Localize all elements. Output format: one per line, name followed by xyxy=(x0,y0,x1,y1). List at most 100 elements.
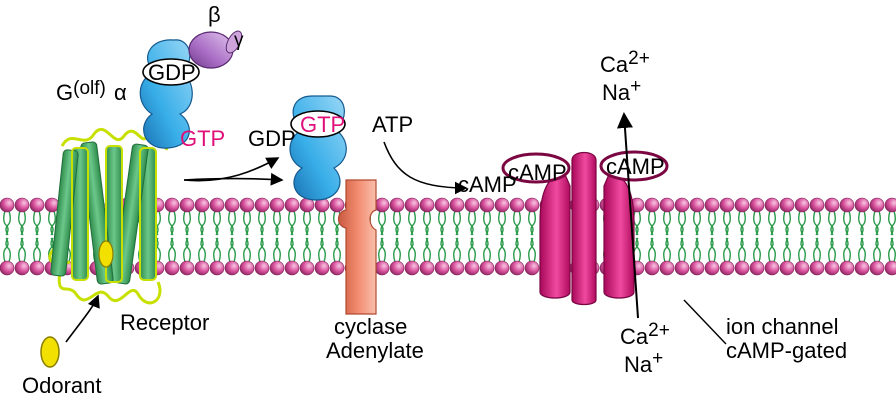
lipid-head xyxy=(419,260,435,276)
lipid-tail xyxy=(740,210,746,236)
lipid-head xyxy=(824,197,840,213)
lipid-tail xyxy=(768,237,774,263)
lipid-tail xyxy=(783,210,789,236)
lipid-tail xyxy=(273,237,279,263)
g-protein-label: G(olf) xyxy=(56,78,106,105)
camp-site-2-label: cAMP xyxy=(606,154,665,179)
lipid-tail xyxy=(423,210,429,236)
lipid-head xyxy=(284,260,300,276)
lipid-tail xyxy=(20,237,26,263)
lipid-tail xyxy=(260,237,266,263)
lipid-tail xyxy=(785,210,791,236)
gtp-badge xyxy=(290,110,346,138)
lipid-tail xyxy=(753,237,759,263)
lipid-tail xyxy=(845,210,851,236)
lipid-head xyxy=(29,260,45,276)
lipid-tail xyxy=(500,210,506,236)
lipid-tail xyxy=(333,210,339,236)
lipid-head xyxy=(869,260,885,276)
lipid-head xyxy=(239,197,255,213)
lipid-tail xyxy=(515,210,521,236)
lipid-tail xyxy=(740,237,746,263)
lipid-tail xyxy=(890,210,896,236)
ca-inside-label: Ca2+ xyxy=(620,320,670,349)
lipid-tail xyxy=(858,237,864,263)
lipid-tail xyxy=(305,210,311,236)
lipid-head xyxy=(194,260,210,276)
lipid-tail xyxy=(708,237,714,263)
lipid-head xyxy=(254,197,270,213)
lipid-tail xyxy=(783,237,789,263)
lipid-tail xyxy=(873,210,879,236)
lipid-tail xyxy=(693,210,699,236)
lipid-tail xyxy=(635,237,641,263)
lipid-head xyxy=(809,197,825,213)
lipid-tail xyxy=(410,210,416,236)
lipid-head xyxy=(479,260,495,276)
lipid-tail xyxy=(635,210,641,236)
lipid-tail xyxy=(35,237,41,263)
lipid-tail xyxy=(888,237,894,263)
lipid-tail xyxy=(528,237,534,263)
lipid-tail xyxy=(408,237,414,263)
lipid-tail xyxy=(875,210,881,236)
lipid-head xyxy=(209,260,225,276)
lipid-tail xyxy=(468,237,474,263)
channel-leader-line xyxy=(683,299,727,345)
lipid-tail xyxy=(305,237,311,263)
lipid-tail xyxy=(380,210,386,236)
lipid-tail xyxy=(333,237,339,263)
lipid-head xyxy=(644,260,660,276)
lipid-tail xyxy=(230,210,236,236)
lipid-head xyxy=(254,260,270,276)
lipid-tail xyxy=(708,210,714,236)
beta-label: β xyxy=(208,2,221,27)
lipid-tail xyxy=(3,210,9,236)
lipid-tail xyxy=(483,210,489,236)
lipid-head xyxy=(479,197,495,213)
lipid-tail xyxy=(288,237,294,263)
lipid-tail xyxy=(393,237,399,263)
lipid-head xyxy=(794,197,810,213)
lipid-head xyxy=(779,197,795,213)
camp-product-label: cAMP xyxy=(458,172,517,197)
lipid-tail xyxy=(183,210,189,236)
lipid-head xyxy=(449,260,465,276)
lipid-head xyxy=(854,197,870,213)
lipid-tail xyxy=(798,210,804,236)
labels: Odorant Receptor G(olf) α β γ GDP GTP GD… xyxy=(22,2,847,398)
lipid-tail xyxy=(650,237,656,263)
lipid-head xyxy=(689,260,705,276)
lipid-tail xyxy=(755,210,761,236)
lipid-tail xyxy=(393,210,399,236)
lipid-tail xyxy=(395,210,401,236)
lipid-tail xyxy=(3,237,9,263)
lipid-tail xyxy=(680,210,686,236)
lipid-tail xyxy=(230,237,236,263)
lipid-head xyxy=(29,197,45,213)
lipid-tail xyxy=(50,210,56,236)
adenylate-cyclase xyxy=(337,179,377,315)
lipid-tail xyxy=(288,210,294,236)
lipid-tail xyxy=(453,210,459,236)
lipid-tail xyxy=(318,210,324,236)
lipid-tail xyxy=(258,237,264,263)
lipid-tail xyxy=(320,237,326,263)
lipid-head xyxy=(524,260,540,276)
lipid-head xyxy=(269,260,285,276)
lipid-tail xyxy=(18,237,24,263)
lipid-tail xyxy=(530,210,536,236)
atp-to-camp-arrow xyxy=(383,141,468,195)
lipid-head xyxy=(404,260,420,276)
lipid-tail xyxy=(648,210,654,236)
lipid-tail xyxy=(20,210,26,236)
lipid-tail xyxy=(228,210,234,236)
lipid-tail xyxy=(303,210,309,236)
lipid-head xyxy=(734,260,750,276)
camp-gated-ion-channel xyxy=(501,150,669,306)
lipid-tail xyxy=(5,210,11,236)
lipid-tail xyxy=(335,237,341,263)
lipid-tail xyxy=(18,210,24,236)
lipid-tail xyxy=(5,237,11,263)
lipid-head xyxy=(299,260,315,276)
